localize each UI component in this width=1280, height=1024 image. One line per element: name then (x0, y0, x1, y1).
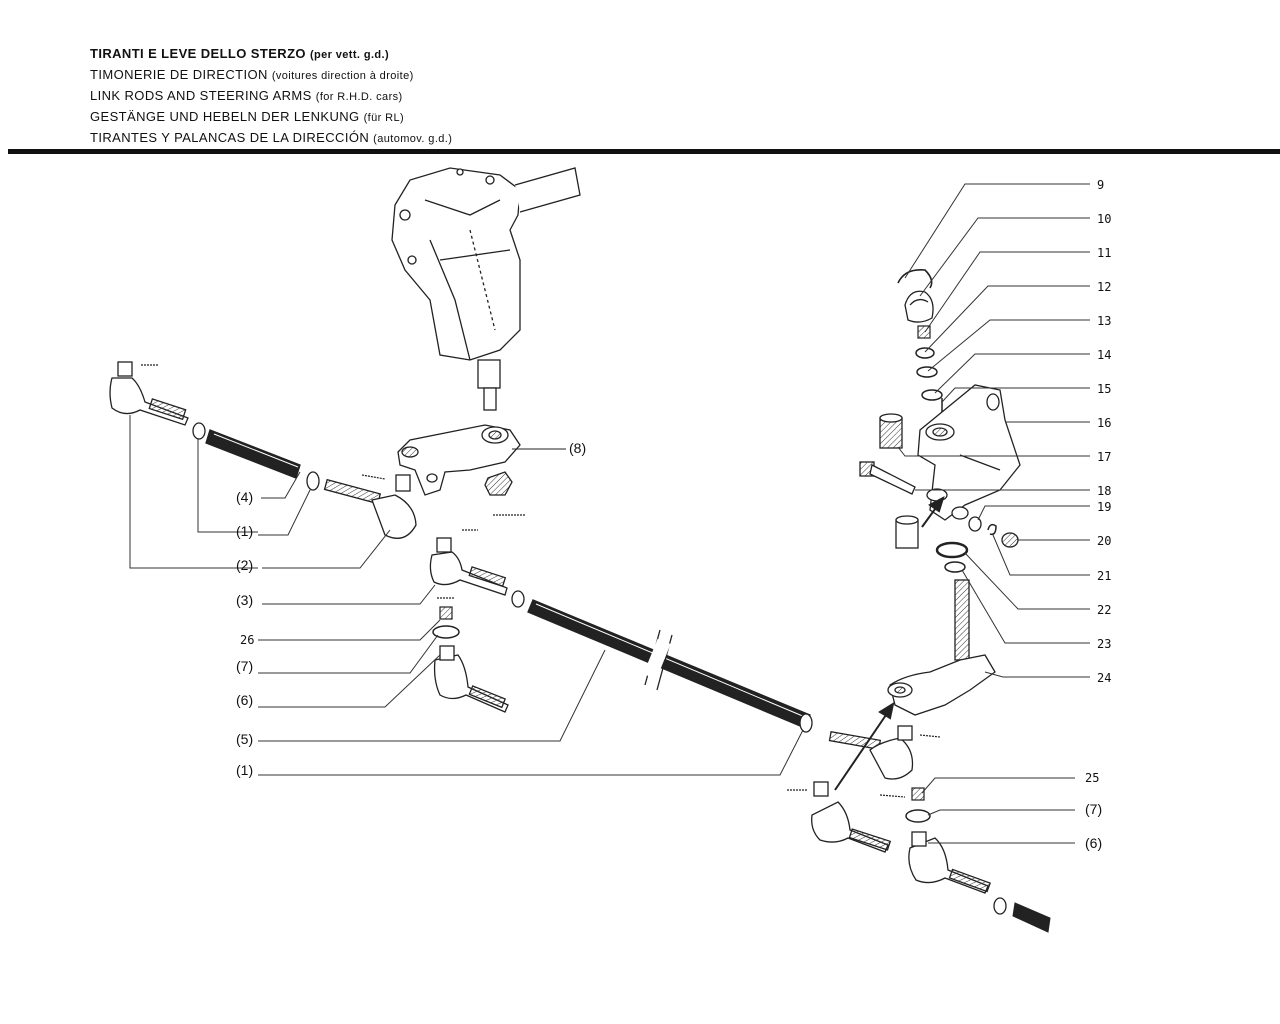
cotter-pins (141, 364, 941, 798)
washer-14 (921, 389, 943, 401)
title-english: LINK RODS AND STEERING ARMS (for R.H.D. … (90, 88, 403, 103)
tie-rod-end-left (109, 361, 189, 426)
label-16: 16 (1097, 416, 1112, 430)
label-15: 15 (1097, 382, 1112, 396)
washer-23 (944, 561, 966, 573)
label-7-right: (7) (1085, 801, 1103, 817)
ball-cap-10 (904, 290, 934, 323)
label-10: 10 (1097, 212, 1112, 226)
label-17: 17 (1097, 450, 1112, 464)
lock-nut-mid (306, 471, 320, 491)
header-rule (8, 149, 1280, 154)
assembly-arrow (834, 701, 895, 791)
assembly-arrow-small (921, 495, 945, 528)
label-20: 20 (1097, 534, 1112, 548)
label-9: 9 (1097, 178, 1105, 192)
lock-nut-right-a (511, 590, 525, 608)
label-25: 25 (1085, 771, 1100, 785)
sleeve-lower-right (1012, 902, 1051, 933)
label-11: 11 (1097, 246, 1112, 260)
washer-22 (935, 541, 969, 559)
bolt-18 (859, 461, 916, 495)
tie-rod-end-3 (429, 537, 508, 596)
label-26: 26 (240, 633, 255, 647)
lock-nut-left (192, 422, 206, 440)
title-spanish: TIRANTES Y PALANCAS DE LA DIRECCIÓN (aut… (90, 130, 453, 145)
label-6-right: (6) (1085, 835, 1103, 851)
track-rod (527, 599, 811, 729)
label-23: 23 (1097, 637, 1112, 651)
circlip-9 (897, 268, 933, 289)
adjusting-sleeve (205, 429, 301, 479)
leader-lines-right (897, 183, 1090, 844)
label-7-left: (7) (236, 658, 254, 674)
label-21: 21 (1097, 569, 1112, 583)
label-22: 22 (1097, 603, 1112, 617)
label-4: (4) (236, 489, 254, 505)
spring-washer-21 (987, 523, 997, 536)
label-1-upper: (1) (236, 523, 254, 539)
tie-rod-end-right-lower (811, 781, 892, 853)
label-8: (8) (569, 440, 587, 456)
bushing-17 (879, 413, 903, 449)
steering-arm-24 (887, 579, 996, 716)
label-14: 14 (1097, 348, 1112, 362)
title-block: TIRANTI E LEVE DELLO STERZO (per vett. g… (90, 44, 452, 149)
washer-12 (915, 347, 935, 359)
washer-13 (916, 366, 938, 378)
leader-lines-left (129, 415, 804, 776)
lock-nut-right-b (799, 713, 813, 733)
washer-7-left (432, 625, 460, 639)
castle-nut-26 (439, 606, 453, 620)
label-18: 18 (1097, 484, 1112, 498)
title-french: TIMONERIE DE DIRECTION (voitures directi… (90, 67, 414, 82)
tie-rod-end-right-upper (828, 725, 914, 780)
tie-rod-end-middle (323, 474, 417, 539)
label-24: 24 (1097, 671, 1112, 685)
steering-box (391, 167, 581, 411)
tie-rod-end-6-left (433, 645, 509, 713)
knuckle-arm-16 (917, 384, 1021, 521)
label-5: (5) (236, 731, 254, 747)
washer-19 (968, 516, 982, 532)
pitman-arm (397, 424, 521, 496)
label-12: 12 (1097, 280, 1112, 294)
bushing-lower (895, 515, 919, 549)
nut-20 (1001, 532, 1019, 548)
title-italian: TIRANTI E LEVE DELLO STERZO (per vett. g… (90, 46, 390, 61)
lock-nut-lower-right (993, 897, 1007, 915)
tie-rod-end-6-right (908, 831, 991, 894)
castle-nut-25 (911, 787, 925, 801)
label-13: 13 (1097, 314, 1112, 328)
washer-7-right (905, 809, 931, 823)
label-1-lower: (1) (236, 762, 254, 778)
label-6-left: (6) (236, 692, 254, 708)
label-19: 19 (1097, 500, 1112, 514)
label-3: (3) (236, 592, 254, 608)
title-german: GESTÄNGE UND HEBELN DER LENKUNG (für RL) (90, 109, 405, 124)
label-2: (2) (236, 557, 254, 573)
